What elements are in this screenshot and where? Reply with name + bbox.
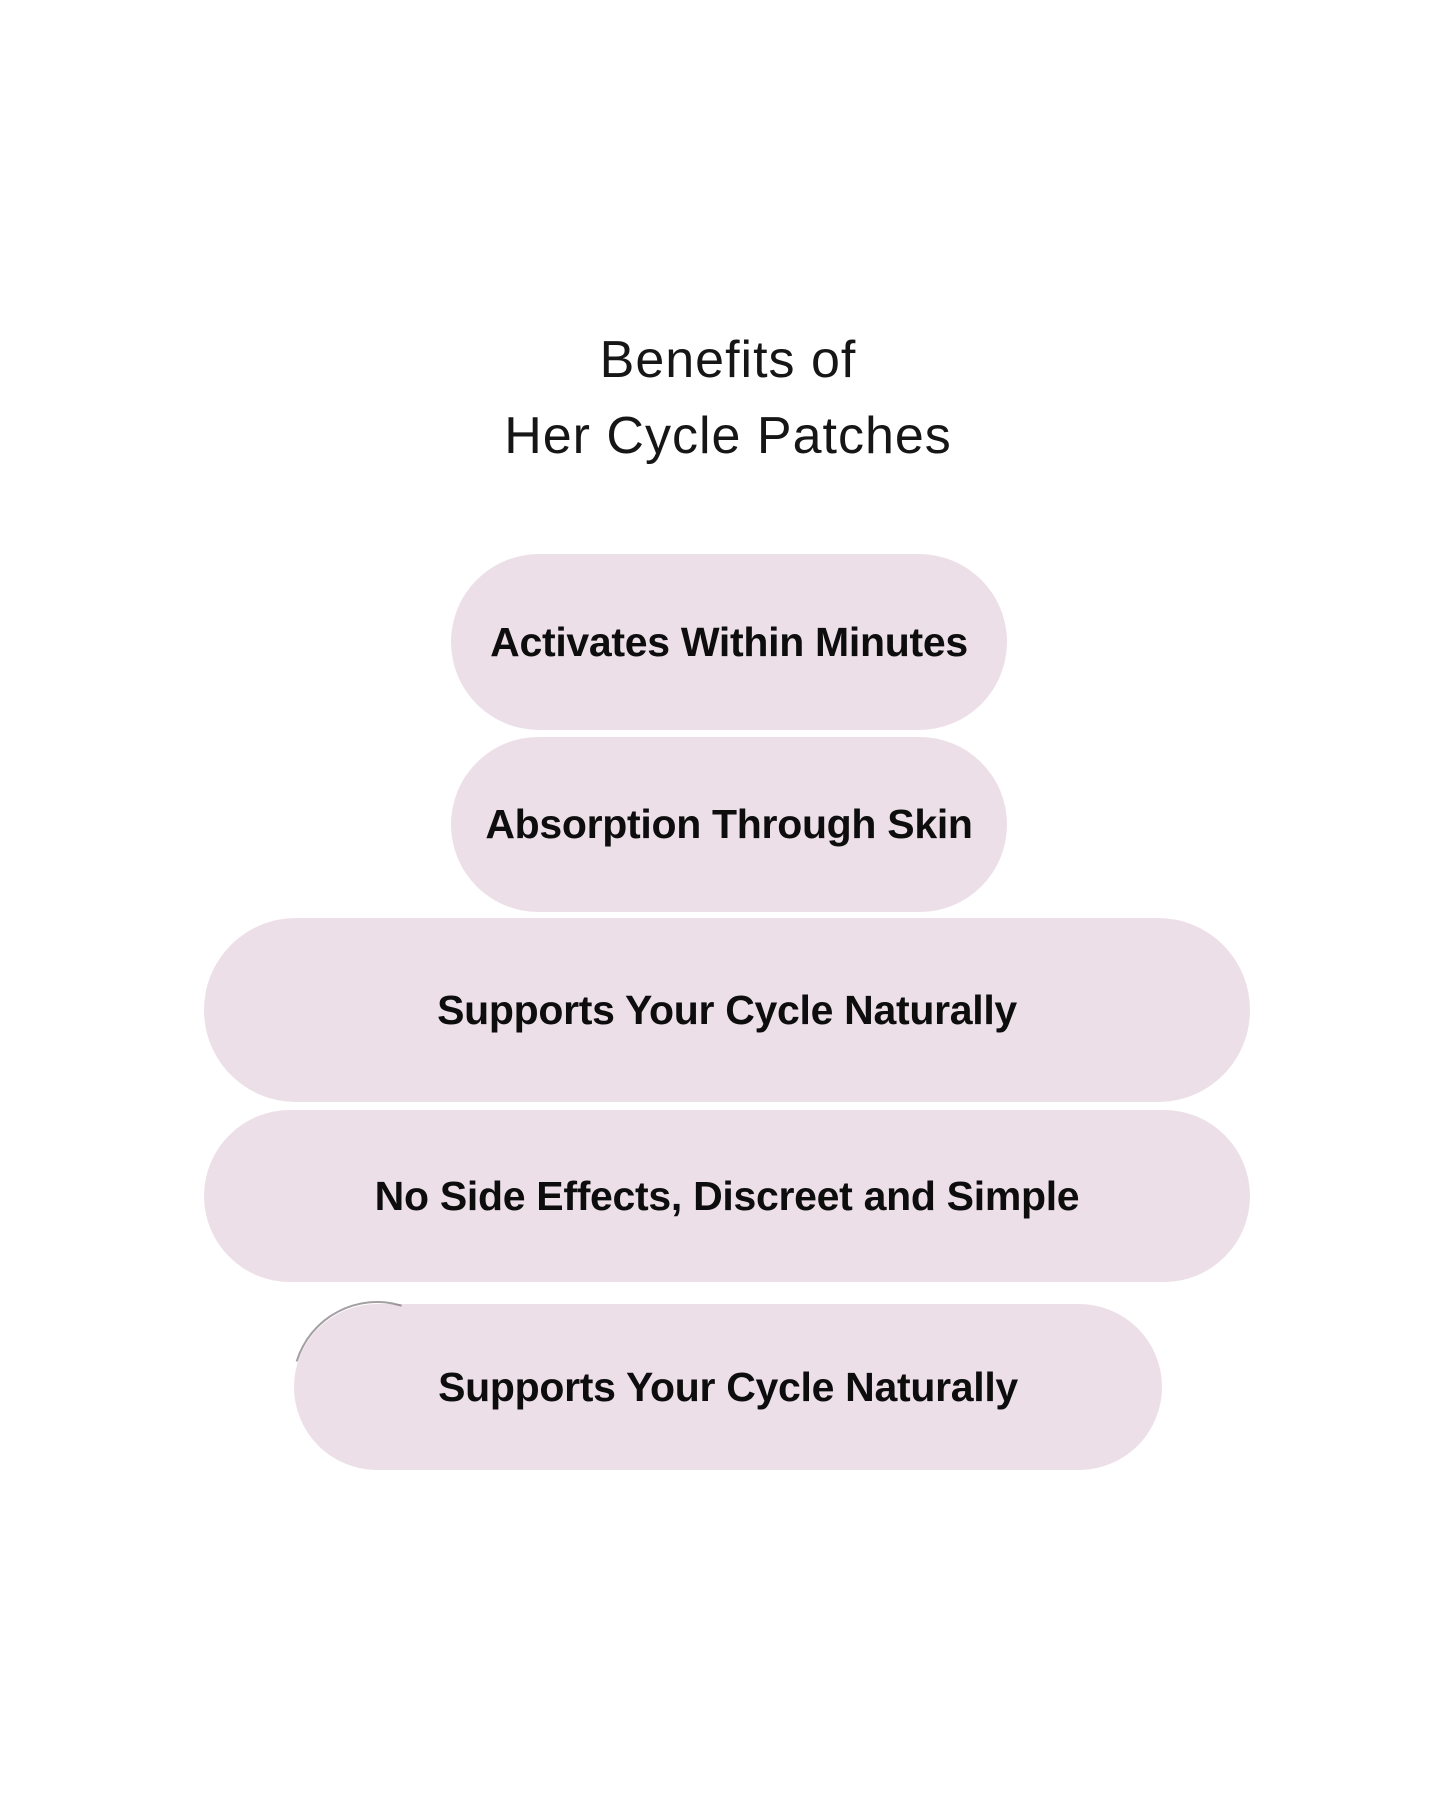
- benefit-label: Supports Your Cycle Naturally: [437, 986, 1017, 1033]
- benefit-pill-supports-your-cycle-naturally: Supports Your Cycle Naturally: [204, 918, 1250, 1102]
- benefit-pill-no-side-effects: No Side Effects, Discreet and Simple: [204, 1110, 1250, 1282]
- benefit-label: No Side Effects, Discreet and Simple: [374, 1172, 1080, 1219]
- benefit-label: Activates Within Minutes: [490, 618, 968, 665]
- benefit-pill-supports-your-cycle-naturally-2: Supports Your Cycle Naturally: [294, 1304, 1162, 1470]
- benefit-label: Absorption Through Skin: [485, 801, 973, 847]
- benefit-label: Supports Your Cycle Naturally: [438, 1363, 1018, 1410]
- page-title: Benefits of Her Cycle Patches: [504, 322, 952, 474]
- benefit-pill-absorption-through-skin: Absorption Through Skin: [451, 737, 1007, 912]
- page-title-line-1: Benefits of: [599, 331, 857, 389]
- benefit-pill-activates-within-minutes: Activates Within Minutes: [451, 554, 1007, 730]
- page-title-line-2: Her Cycle Patches: [504, 407, 952, 465]
